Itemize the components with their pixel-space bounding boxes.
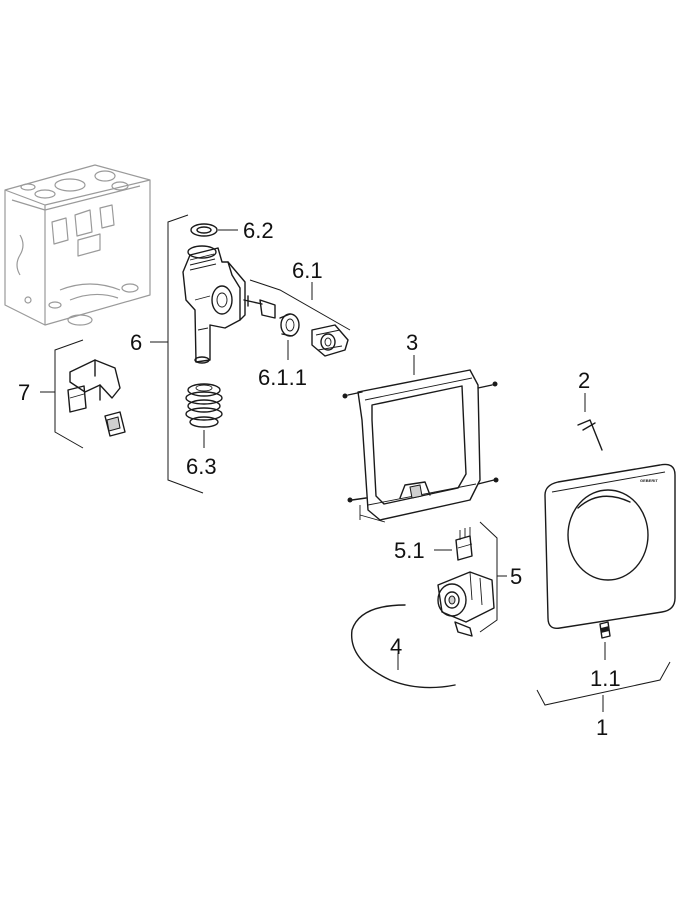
clip-1-1 [599,621,611,639]
callout-1-1: 1.1 [590,666,621,691]
callout-6-1-1: 6.1.1 [258,365,307,390]
callout-2: 2 [578,368,590,393]
cover-plate: GEBERIT [544,463,676,629]
callout-1: 1 [596,715,608,740]
callout-6: 6 [130,330,142,355]
mounting-clips-7 [67,359,126,437]
cover-plate-brand: GEBERIT [640,478,658,483]
callout-6-1: 6.1 [292,258,323,283]
group-1-bracket [536,661,671,706]
callout-4: 4 [390,634,402,659]
pin-2 [577,419,603,451]
o-ring-6-2 [190,223,218,237]
connector-5-1 [455,527,473,561]
group-5-bracket [479,521,498,633]
callout-6-2: 6.2 [243,218,274,243]
group-6-bracket [167,214,204,494]
callout-5: 5 [510,564,522,589]
group-6-1-bracket [249,279,351,331]
callout-5-1: 5.1 [394,538,425,563]
solenoid-parts-6-1-1 [243,295,349,357]
bellows-6-3 [185,383,223,428]
installation-box [4,164,151,326]
valve-body [182,245,246,364]
mounting-frame-3 [342,369,499,523]
group-7-bracket [54,339,84,449]
sensor-module-5 [437,571,495,637]
callout-3: 3 [406,330,418,355]
callout-6-3: 6.3 [186,454,217,479]
cable-4 [350,604,456,689]
callout-7: 7 [18,380,30,405]
